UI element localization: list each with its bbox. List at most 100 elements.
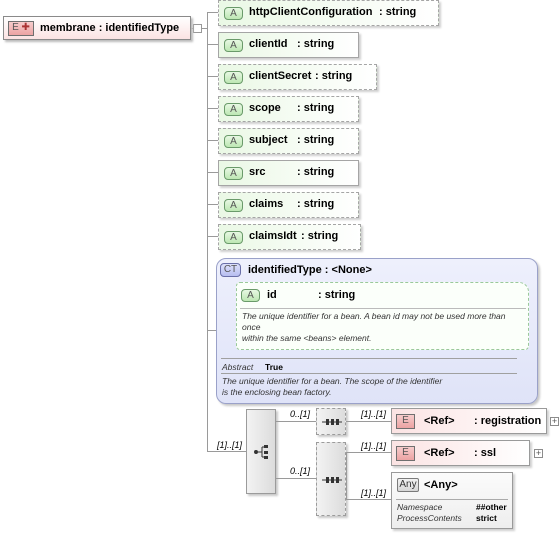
attribute-clientsecret[interactable]: A clientSecret : string [218,64,377,90]
complex-type-title: identifiedType : <None> [248,264,372,276]
ref-element-registration[interactable]: E <Ref> : registration [391,408,547,434]
doc-line: once [242,322,261,332]
connector [202,28,207,29]
connector [207,140,219,141]
attribute-name: clientId [249,38,288,50]
element-badge-icon: E [396,414,415,429]
process-contents-value: strict [476,513,497,523]
attribute-type: : string [315,70,353,82]
namespace-label: Namespace [397,502,443,512]
plus-icon: ✚ [21,22,30,33]
attribute-badge-icon: A [224,39,243,52]
ref-name: : ssl [474,447,497,459]
attribute-badge-icon: A [224,167,243,180]
attribute-type: : string [297,166,335,178]
attribute-subject[interactable]: A subject : string [218,128,359,154]
connector-trunk [207,12,208,452]
namespace-value: ##other [476,502,507,512]
attribute-type: : string [297,38,335,50]
attribute-httpclientconfiguration[interactable]: A httpClientConfiguration : string [218,0,439,26]
attribute-claimsidt[interactable]: A claimsIdt : string [218,224,361,250]
attribute-badge-icon: A [224,135,243,148]
attribute-name: id [267,289,277,301]
connector [207,330,216,331]
doc-line: The unique identifier for a bean. A bean… [242,311,506,321]
abstract-label: Abstract [222,362,254,372]
cardinality-label: [1]..[1] [361,441,387,451]
element-badge-icon: E ✚ [8,21,34,36]
collapse-toggle[interactable] [193,24,202,33]
connector [207,204,219,205]
ref-label: <Ref> [424,415,455,427]
attribute-badge-icon: A [224,231,243,244]
ref-element-ssl[interactable]: E <Ref> : ssl [391,440,530,466]
attribute-name: scope [249,102,281,114]
any-badge-icon: Any [397,478,419,492]
attribute-name: claimsIdt [249,230,297,242]
choice-icon [254,445,268,459]
attribute-badge-icon: A [224,199,243,212]
doc-line: within the same <beans> element. [242,333,372,343]
attribute-name: claims [249,198,284,210]
any-title: <Any> [424,479,458,491]
ref-name: : registration [474,415,542,427]
element-badge-icon: E [396,446,415,461]
attribute-name: clientSecret [249,70,312,82]
connector [207,12,219,13]
element-badge-letter: E [12,22,19,33]
sequence-compositor-bottom[interactable] [316,442,346,516]
divider [240,308,526,309]
connector [346,421,391,422]
attribute-badge-icon: A [241,289,260,302]
sequence-icon [322,419,342,425]
cardinality-label: 0..[1] [290,466,311,476]
cardinality-label: [1]..[1] [217,440,243,450]
expand-toggle[interactable]: + [550,416,559,426]
connector [346,499,391,500]
divider [221,358,517,359]
connector [207,44,219,45]
cardinality-label: [1]..[1] [361,409,387,419]
connector [276,421,316,422]
connector [276,478,316,479]
doc-line: is the enclosing bean factory. [222,387,332,397]
process-contents-label: ProcessContents [397,513,462,523]
attribute-type: : string [297,198,335,210]
attribute-badge-icon: A [224,103,243,116]
connector [207,76,219,77]
root-element-label: membrane : identifiedType [40,22,180,34]
connector [207,108,219,109]
attribute-badge-icon: A [224,7,243,20]
connector [346,452,347,500]
connector [346,452,391,453]
expand-toggle[interactable]: + [534,448,543,458]
attribute-clientid[interactable]: A clientId : string [218,32,359,58]
sequence-compositor-top[interactable] [316,408,346,435]
attribute-type: : string [379,6,417,18]
connector [207,172,219,173]
complex-type-documentation: The unique identifier for a bean. The sc… [222,376,512,398]
cardinality-label: [1]..[1] [361,488,387,498]
attribute-id-documentation: The unique identifier for a bean. A bean… [242,311,526,344]
doc-line: The unique identifier for a bean. The sc… [222,376,443,386]
attribute-name: httpClientConfiguration [249,6,373,18]
attribute-type: : string [318,289,356,301]
cardinality-label: 0..[1] [290,409,311,419]
any-element[interactable]: Any <Any> Namespace ##other ProcessConte… [391,472,513,529]
root-element-membrane[interactable]: E ✚ membrane : identifiedType [3,16,191,40]
attribute-claims[interactable]: A claims : string [218,192,359,218]
attribute-type: : string [297,134,335,146]
attribute-src[interactable]: A src : string [218,160,359,186]
attribute-type: : string [297,102,335,114]
attribute-type: : string [301,230,339,242]
divider [221,373,517,374]
attribute-name: subject [249,134,288,146]
attribute-scope[interactable]: A scope : string [218,96,359,122]
ref-label: <Ref> [424,447,455,459]
attribute-badge-icon: A [224,71,243,84]
connector [207,236,219,237]
connector [207,451,247,452]
divider [396,499,508,500]
attribute-id[interactable] [236,282,529,350]
choice-compositor[interactable] [246,409,276,494]
